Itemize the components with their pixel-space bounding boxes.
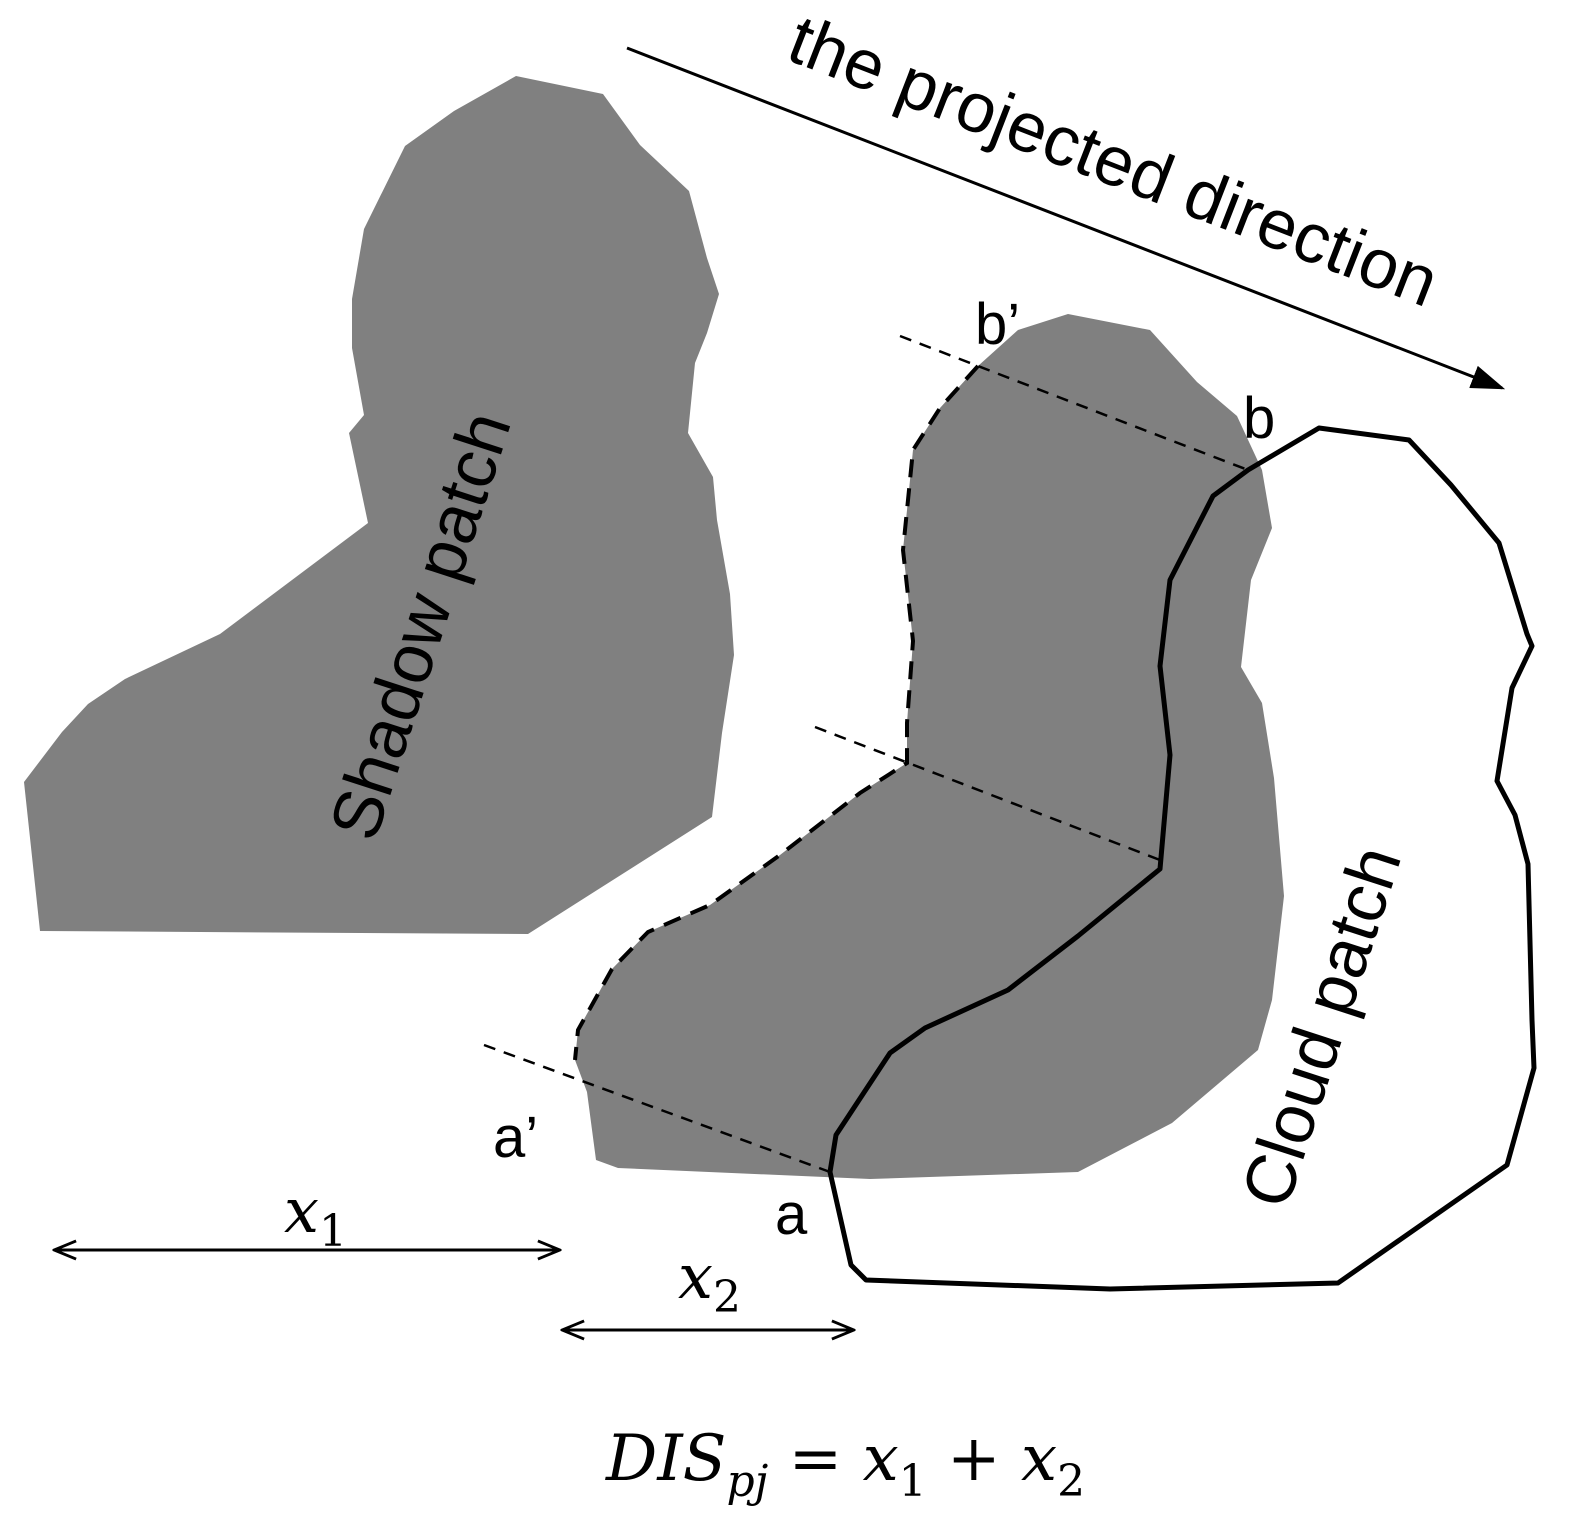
formula-equals: = — [768, 1422, 862, 1496]
point-a-prime-label: a’ — [493, 1105, 538, 1170]
x1-base: x — [284, 1174, 319, 1247]
formula-term1: x — [863, 1422, 899, 1496]
projected-shadow-shape — [575, 314, 1284, 1179]
x2-base: x — [678, 1240, 713, 1313]
x1-label: x1 — [284, 1174, 347, 1257]
cloud-patch-outline — [827, 425, 1537, 1292]
projected-direction-label: the projected direction — [778, 0, 1448, 322]
point-b-label: b — [1243, 386, 1275, 451]
point-a-label: a — [775, 1182, 808, 1247]
x1-sub: 1 — [319, 1206, 347, 1257]
shadow-patch-shape — [24, 76, 734, 934]
formula-plus: + — [927, 1422, 1021, 1496]
projected-direction-arrow — [626, 46, 1506, 390]
formula-lhs-sub: pj — [726, 1456, 768, 1507]
formula-term2: x — [1021, 1422, 1057, 1496]
point-b-prime-label: b’ — [975, 292, 1020, 357]
projected-shadow-dashed-edge — [573, 364, 980, 1061]
formula-term1-sub: 1 — [899, 1456, 927, 1507]
x2-label: x2 — [678, 1240, 741, 1323]
formula: DISpj = x1 + x2 — [605, 1422, 1085, 1507]
x2-sub: 2 — [713, 1272, 741, 1323]
formula-lhs: DIS — [605, 1422, 726, 1496]
formula-term2-sub: 2 — [1057, 1456, 1085, 1507]
